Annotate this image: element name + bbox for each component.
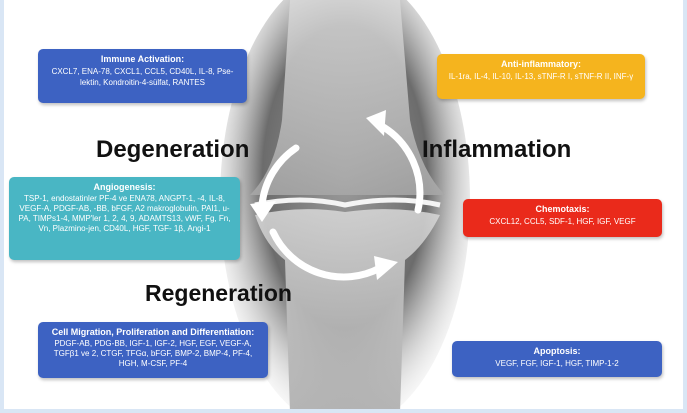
angiogenesis-title: Angiogenesis: xyxy=(17,182,232,192)
left-border xyxy=(0,0,4,413)
apoptosis-title: Apoptosis: xyxy=(460,346,654,356)
angiogenesis-box: Angiogenesis: TSP-1, endostatinler PF-4 … xyxy=(9,177,240,260)
chemotaxis-body: CXCL12, CCL5, SDF-1, HGF, IGF, VEGF xyxy=(471,216,654,227)
anti-inflammatory-body: IL-1ra, IL-4, IL-10, IL-13, sTNF-R I, sT… xyxy=(445,71,637,82)
inflammation-label: Inflammation xyxy=(422,136,571,164)
apoptosis-body: VEGF, FGF, IGF-1, HGF, TIMP-1-2 xyxy=(460,358,654,369)
degeneration-label: Degeneration xyxy=(96,136,249,164)
cell-migration-box: Cell Migration, Proliferation and Differ… xyxy=(38,322,268,378)
anti-inflammatory-title: Anti-inflammatory: xyxy=(445,59,637,69)
anti-inflammatory-box: Anti-inflammatory: IL-1ra, IL-4, IL-10, … xyxy=(437,54,645,99)
cell-migration-title: Cell Migration, Proliferation and Differ… xyxy=(46,327,260,337)
bottom-border xyxy=(0,409,687,413)
regeneration-label: Regeneration xyxy=(145,280,292,307)
apoptosis-box: Apoptosis: VEGF, FGF, IGF-1, HGF, TIMP-1… xyxy=(452,341,662,377)
chemotaxis-box: Chemotaxis: CXCL12, CCL5, SDF-1, HGF, IG… xyxy=(463,199,662,237)
right-border xyxy=(683,0,687,413)
cell-migration-body: PDGF-AB, PDG-BB, IGF-1, IGF-2, HGF, EGF,… xyxy=(46,339,260,369)
chemotaxis-title: Chemotaxis: xyxy=(471,204,654,214)
immune-activation-body: CXCL7, ENA-78, CXCL1, CCL5, CD40L, IL-8,… xyxy=(46,66,239,88)
immune-activation-box: Immune Activation: CXCL7, ENA-78, CXCL1,… xyxy=(38,49,247,103)
angiogenesis-body: TSP-1, endostatinler PF-4 ve ENA78, ANGP… xyxy=(17,194,232,234)
immune-activation-title: Immune Activation: xyxy=(46,54,239,64)
